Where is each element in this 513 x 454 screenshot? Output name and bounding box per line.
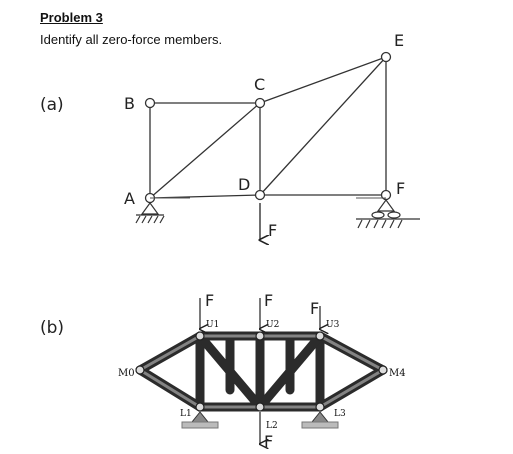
truss-a-members (149, 56, 387, 199)
label-d: D (238, 175, 250, 194)
truss-a: (a) B C A D E F (40, 31, 420, 240)
label-e: E (394, 31, 404, 50)
joint-e (380, 51, 392, 63)
joint-u2 (255, 331, 265, 341)
label-m4: M4 (389, 368, 406, 379)
problem-title: Problem 3 (40, 10, 103, 25)
load-label-u3: F (310, 299, 319, 318)
load-label-u1: F (205, 291, 214, 310)
label-l2: L2 (266, 421, 278, 431)
roller-support-f (356, 198, 420, 229)
pin-support-a (135, 201, 165, 224)
member-ce (259, 56, 387, 104)
label-a: A (124, 189, 135, 208)
joint-c (254, 97, 266, 109)
load-label-l2: F (264, 432, 273, 451)
part-a-label: (a) (40, 95, 64, 115)
label-b: B (124, 94, 135, 113)
joint-m0 (135, 365, 145, 375)
part-b-label: (b) (40, 318, 64, 338)
problem-prompt: Identify all zero-force members. (40, 32, 223, 47)
joint-b (144, 97, 156, 109)
joint-l2 (255, 402, 265, 412)
truss-b: (b) (40, 291, 406, 451)
joint-l3 (315, 402, 325, 412)
member-ac (149, 102, 261, 199)
member-de (259, 56, 387, 196)
label-f: F (396, 179, 405, 198)
joint-u3 (315, 331, 325, 341)
joint-l1 (195, 402, 205, 412)
label-m0: M0 (118, 368, 135, 379)
label-l3: L3 (334, 409, 346, 419)
load-label-d: F (268, 221, 277, 240)
load-label-u2: F (264, 291, 273, 310)
label-c: C (254, 75, 265, 94)
joint-u1 (195, 331, 205, 341)
truss-b-members (135, 331, 388, 412)
support-l3 (301, 411, 339, 429)
label-u1: U1 (206, 320, 219, 330)
support-l1 (181, 411, 219, 429)
label-l1: L1 (180, 409, 192, 419)
joint-m4 (378, 365, 388, 375)
label-u2: U2 (266, 320, 279, 330)
label-u3: U3 (326, 320, 340, 330)
joint-d (254, 189, 266, 201)
